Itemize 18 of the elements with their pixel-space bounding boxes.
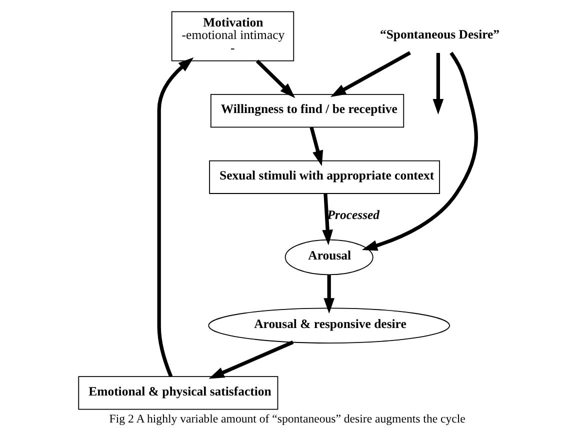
node-box: Emotional & physical satisfaction (78, 376, 278, 410)
arrow (361, 52, 478, 251)
node-ellipse: Arousal (284, 239, 373, 276)
node-box: Sexual stimuli with appropriate context (208, 160, 440, 194)
caption: Fig 2 A highly variable amount of “spontaneous” desire augments the cycle (108, 411, 465, 426)
arrow (432, 52, 444, 114)
arrow (208, 340, 294, 379)
arrow (323, 274, 334, 314)
node-box: Motivation -emotional intimacy - (170, 11, 294, 62)
edge-label: Processed (326, 208, 380, 222)
arrow (156, 57, 194, 378)
node-box: Willingness to find / be receptive (210, 94, 404, 128)
arrow (322, 193, 332, 246)
arrow (330, 51, 410, 97)
arrow (255, 60, 295, 98)
node-text: “Spontaneous Desire” (380, 28, 500, 42)
arrow (309, 126, 323, 166)
node-ellipse: Arousal & responsive desire (208, 308, 450, 344)
